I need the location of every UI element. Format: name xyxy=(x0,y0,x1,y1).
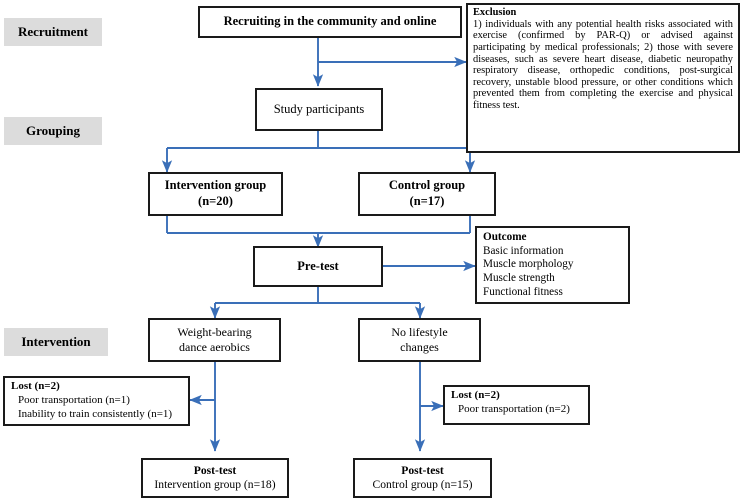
node-recruiting-line1: Recruiting in the community and online xyxy=(223,14,437,29)
lost-left-heading: Lost (n=2) xyxy=(11,380,60,392)
outcome-item-muscle-morphology: Muscle morphology xyxy=(483,258,574,271)
node-dance-line2: dance aerobics xyxy=(179,340,250,354)
lost-right-heading: Lost (n=2) xyxy=(451,389,500,401)
node-dance-line1: Weight-bearing xyxy=(177,325,252,339)
node-weight-bearing-dance-aerobics: Weight-bearing dance aerobics xyxy=(148,318,281,362)
stage-label-intervention: Intervention xyxy=(4,328,108,356)
node-posttest-control: Post-test Control group (n=15) xyxy=(353,458,492,498)
node-posttest-intervention: Post-test Intervention group (n=18) xyxy=(141,458,289,498)
node-nolifestyle-line2: changes xyxy=(400,340,439,354)
stage-label-grouping-text: Grouping xyxy=(26,123,80,138)
node-intervention-group: Intervention group (n=20) xyxy=(148,172,283,216)
node-control-group-line1: Control group xyxy=(388,178,466,193)
outcome-item-basic-information: Basic information xyxy=(483,244,564,257)
exclusion-box: Exclusion 1) individuals with any potent… xyxy=(466,3,740,153)
outcome-item-functional-fitness: Functional fitness xyxy=(483,285,563,298)
node-intervention-group-line1: Intervention group xyxy=(164,178,267,193)
lost-left-item-inability-to-train: Inability to train consistently (n=1) xyxy=(18,407,173,420)
lost-box-left: Lost (n=2) Poor transportation (n=1) Ina… xyxy=(3,376,190,426)
lost-box-right: Lost (n=2) Poor transportation (n=2) xyxy=(443,385,590,425)
exclusion-body: 1) individuals with any potential health… xyxy=(473,18,733,112)
stage-label-grouping: Grouping xyxy=(4,117,102,145)
node-posttest-control-line1: Post-test xyxy=(401,463,444,477)
stage-label-intervention-text: Intervention xyxy=(21,334,91,349)
node-no-lifestyle-changes: No lifestyle changes xyxy=(358,318,481,362)
node-nolifestyle-line1: No lifestyle xyxy=(391,325,448,339)
node-posttest-control-line2: Control group (n=15) xyxy=(372,478,473,491)
outcome-box: Outcome Basic information Muscle morphol… xyxy=(475,226,630,304)
node-posttest-intervention-line1: Post-test xyxy=(193,463,237,477)
node-pretest-line1: Pre-test xyxy=(297,258,339,273)
node-posttest-intervention-line2: Intervention group (n=18) xyxy=(154,478,276,491)
exclusion-heading: Exclusion xyxy=(473,7,517,18)
outcome-item-muscle-strength: Muscle strength xyxy=(483,271,555,284)
node-intervention-group-line2: (n=20) xyxy=(198,194,233,208)
node-recruiting: Recruiting in the community and online xyxy=(198,6,462,38)
lost-right-item-poor-transportation: Poor transportation (n=2) xyxy=(458,402,570,415)
stage-label-recruitment: Recruitment xyxy=(4,18,102,46)
stage-label-recruitment-text: Recruitment xyxy=(17,24,89,39)
node-pretest: Pre-test xyxy=(253,246,383,287)
node-study-participants: Study participants xyxy=(255,88,383,131)
outcome-heading: Outcome xyxy=(483,231,527,243)
node-control-group-line2: (n=17) xyxy=(409,194,445,208)
node-study-participants-line1: Study participants xyxy=(273,101,365,116)
node-control-group: Control group (n=17) xyxy=(358,172,496,216)
lost-left-item-poor-transportation: Poor transportation (n=1) xyxy=(18,393,130,406)
